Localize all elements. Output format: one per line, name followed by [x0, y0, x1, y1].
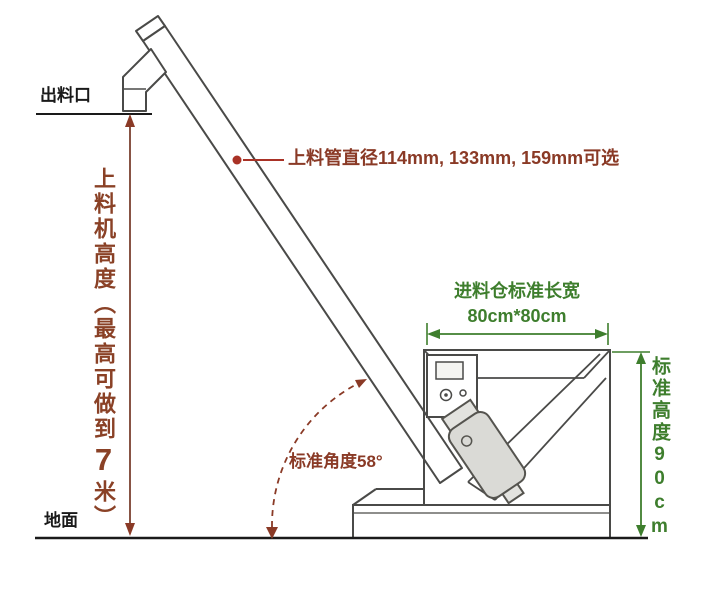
angle-arc — [266, 379, 367, 539]
pipe-callout — [232, 155, 284, 165]
base-skid — [352, 488, 611, 539]
hopper-height-dimension — [612, 351, 650, 537]
panel-knob[interactable] — [439, 388, 453, 402]
height-arrow-up — [125, 114, 135, 127]
angle-arrow-bottom — [266, 527, 278, 539]
panel-button[interactable] — [459, 389, 467, 397]
green-arrow-down — [636, 525, 646, 537]
height-arrow-down — [125, 523, 135, 536]
panel-knob-dot — [444, 393, 448, 397]
panel-display — [435, 361, 464, 380]
feeder-height-label: 上料机高度（最高可做到7米） — [86, 167, 121, 530]
tube-body — [142, 25, 463, 484]
control-panel — [426, 354, 478, 418]
motor — [440, 398, 527, 505]
motor-detail — [460, 435, 473, 447]
feeder-height-max-value: 7 — [86, 442, 121, 480]
standard-height-label: 标准高度90cm — [649, 356, 670, 540]
feeder-height-prefix: 上料机高度（最高可做到 — [91, 167, 116, 442]
height-dimension — [125, 114, 135, 536]
hopper-size-title: 进料仓标准长宽 — [454, 281, 580, 301]
discharge-spout — [122, 48, 167, 112]
width-arrow-left — [427, 329, 440, 339]
spout-body — [122, 48, 167, 112]
feeder-tube — [135, 15, 463, 484]
angle-arrow-top — [355, 379, 367, 388]
standard-angle-note: 标准角度58° — [289, 452, 383, 471]
pipe-diameter-note: 上料管直径114mm, 133mm, 159mm可选 — [288, 148, 620, 168]
callout-dot — [232, 155, 242, 165]
ground-label: 地面 — [44, 511, 78, 530]
green-arrow-up — [636, 352, 646, 364]
outlet-label: 出料口 — [40, 86, 91, 105]
hopper-width-dimension — [426, 323, 609, 345]
motor-body — [447, 411, 527, 499]
feeder-height-suffix: 米） — [91, 480, 116, 530]
width-arrow-right — [595, 329, 608, 339]
hopper-size-value: 80cm*80cm — [467, 306, 567, 326]
angle-arc-path — [271, 383, 358, 528]
